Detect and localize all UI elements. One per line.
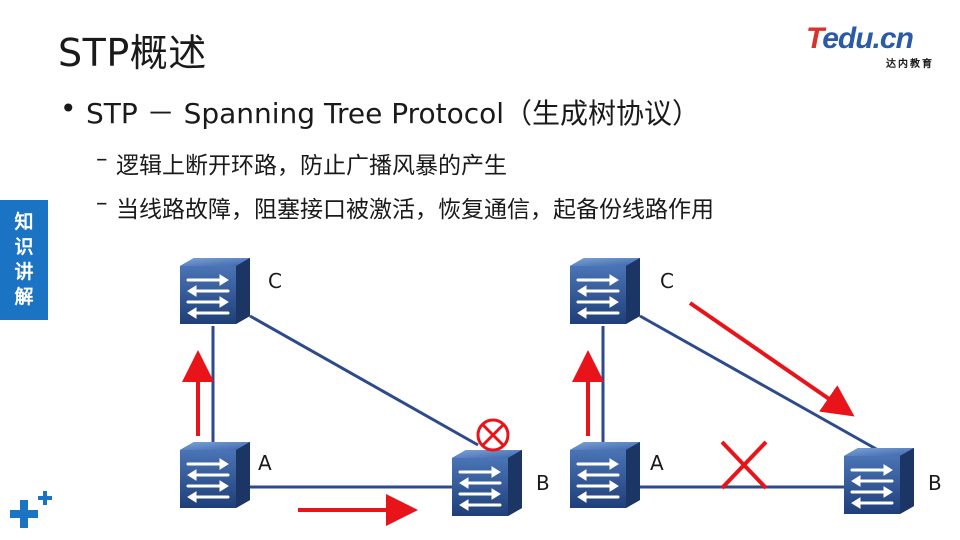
label-b: B <box>536 471 550 495</box>
knowledge-side-tab: 知 识 讲 解 <box>0 200 48 320</box>
sub-bullet-2-text: 当线路故障，阻塞接口被激活，恢复通信，起备份线路作用 <box>116 197 714 223</box>
page-title: STP概述 <box>58 31 207 75</box>
label-a: A <box>650 451 664 475</box>
switch-c-icon <box>178 256 252 326</box>
right-topology: C A B <box>568 256 942 516</box>
label-a: A <box>258 451 272 475</box>
label-c: C <box>268 269 282 293</box>
sub-bullet-dash: – <box>96 190 108 216</box>
arrow-c-to-b <box>688 301 855 417</box>
bullet-dot: • <box>60 92 77 125</box>
switch-b-icon <box>450 448 524 518</box>
sub-bullet-dash: – <box>96 146 108 172</box>
link-c-b <box>249 314 479 447</box>
link-c-b <box>639 314 879 452</box>
plus-logo-icon <box>10 491 52 528</box>
main-bullet-text: STP － Spanning Tree Protocol（生成树协议） <box>86 97 701 130</box>
tedu-logo: Tedu.cn 达内教育 <box>806 22 936 71</box>
switch-a-icon <box>568 440 642 510</box>
sub-bullet-2: – 当线路故障，阻塞接口被激活，恢复通信，起备份线路作用 <box>96 190 714 224</box>
side-tab-char: 识 <box>14 236 34 258</box>
left-topology: C A B <box>178 256 550 526</box>
side-tab-char: 知 <box>14 211 34 233</box>
label-b: B <box>928 471 942 495</box>
sub-bullet-1-text: 逻辑上断开环路，防止广播风暴的产生 <box>116 153 507 179</box>
logo-wordmark: Tedu.cn <box>806 22 914 55</box>
side-tab-char: 解 <box>14 286 34 308</box>
main-bullet: • STP － Spanning Tree Protocol（生成树协议） <box>60 92 700 132</box>
x-mark-icon <box>720 440 768 490</box>
label-c: C <box>660 269 674 293</box>
switch-a-icon <box>178 440 252 510</box>
side-tab-char: 讲 <box>14 261 34 283</box>
switch-c-icon <box>568 256 642 326</box>
switch-b-icon <box>842 446 916 516</box>
blocked-port-icon <box>476 418 510 452</box>
logo-subtitle: 达内教育 <box>886 59 934 70</box>
sub-bullet-1: – 逻辑上断开环路，防止广播风暴的产生 <box>96 146 507 180</box>
